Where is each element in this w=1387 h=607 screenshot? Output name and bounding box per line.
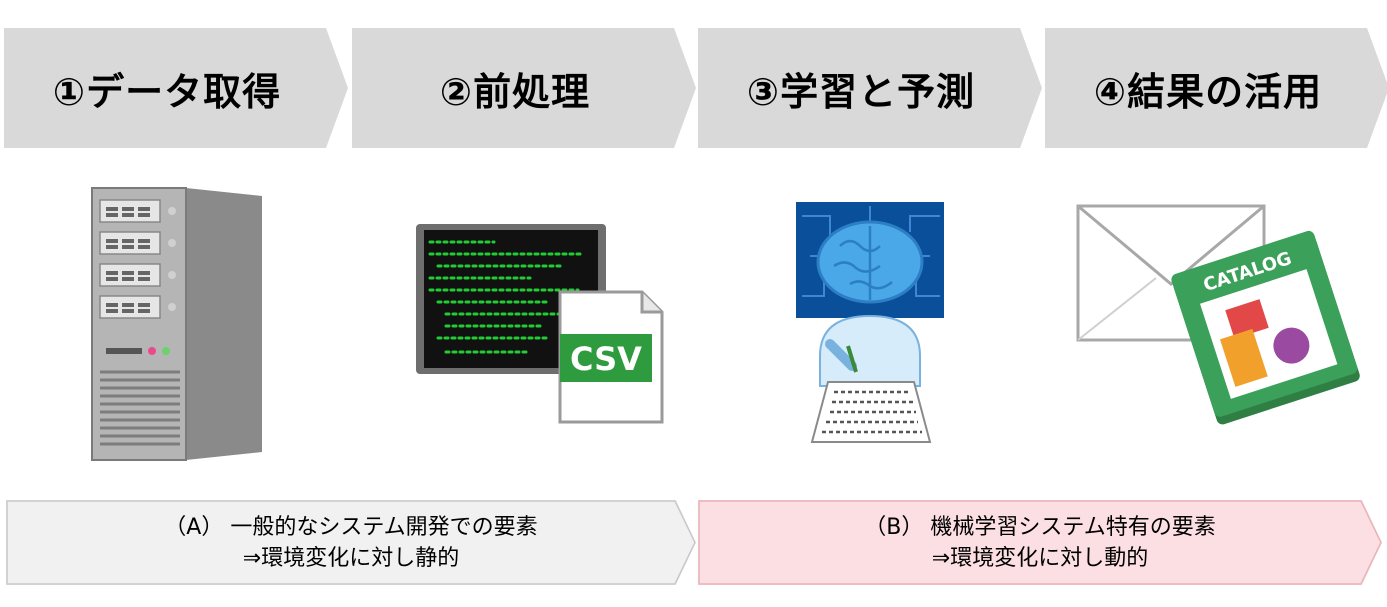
step-2-label: ②前処理 (439, 69, 591, 114)
csv-label: CSV (570, 340, 642, 378)
category-b-line-1: （B） 機械学習システム特有の要素 (864, 514, 1216, 540)
category-b-ml-specific: （B） 機械学習システム特有の要素 ⇒環境変化に対し動的 (698, 500, 1382, 585)
step-1-data-acquisition: ①データ取得 (4, 28, 348, 148)
step-1-label: ①データ取得 (52, 69, 282, 114)
step-3-label: ③学習と予測 (746, 69, 976, 114)
category-a-line-1: （A） 一般的なシステム開発での要素 (164, 514, 538, 540)
step-3-learning-prediction: ③学習と予測 (698, 28, 1042, 148)
category-a-line-2: ⇒環境変化に対し静的 (242, 545, 460, 571)
step-4-result-usage: ④結果の活用 (1045, 28, 1387, 148)
step-2-preprocessing: ②前処理 (352, 28, 696, 148)
step-4-label: ④結果の活用 (1093, 69, 1323, 114)
category-b-line-2: ⇒環境変化に対し動的 (931, 545, 1149, 571)
category-a-general-system: （A） 一般的なシステム開発での要素 ⇒環境変化に対し静的 (6, 500, 696, 585)
server-icon (91, 187, 262, 461)
ai-brain-icon (796, 202, 944, 443)
csv-terminal-icon: CSV (416, 224, 664, 424)
mail-catalog-icon: CATALOG (1076, 204, 1360, 425)
